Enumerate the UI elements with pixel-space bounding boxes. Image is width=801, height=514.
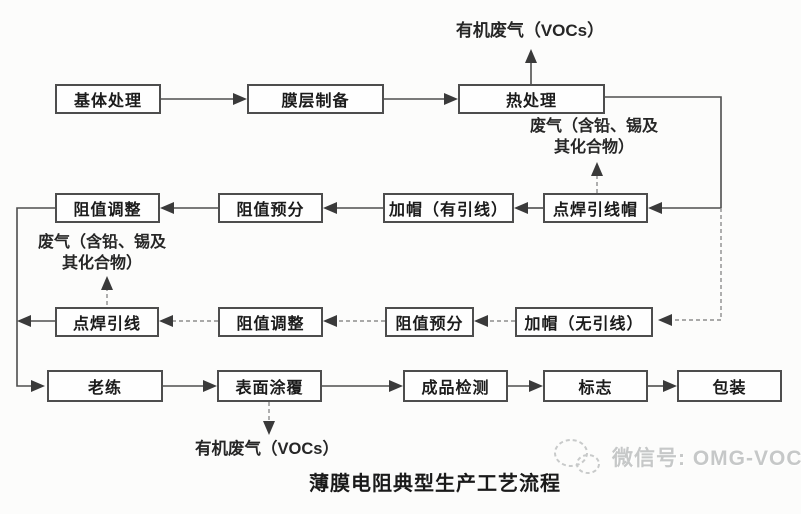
node-packaging: 包装	[677, 370, 782, 402]
watermark-text: 微信号: OMG-VOCs	[612, 447, 801, 470]
label-waste-gas-right: 废气（含铅、锡及 其化合物）	[523, 116, 665, 158]
node-heat-treatment: 热处理	[458, 84, 605, 114]
arrow-to-waste-right	[591, 162, 603, 176]
label-waste-gas-right-line1: 废气（含铅、锡及	[529, 118, 658, 135]
arrow-to-vocs-bottom	[263, 421, 275, 435]
arrow-to-waste-left	[101, 276, 113, 290]
arrow-to-vocs-top	[525, 49, 537, 63]
label-waste-gas-left-line1: 废气（含铅、锡及	[37, 234, 166, 251]
node-resistance-adjust-mid: 阻值调整	[218, 307, 323, 337]
node-surface-coating: 表面涂覆	[217, 370, 322, 402]
node-substrate-treatment: 基体处理	[55, 84, 161, 114]
label-waste-gas-left: 废气（含铅、锡及 其化合物）	[28, 232, 176, 274]
node-final-inspection: 成品检测	[403, 370, 508, 402]
wechat-icon	[554, 439, 600, 474]
node-film-preparation: 膜层制备	[247, 84, 384, 114]
node-resistance-presort-top: 阻值预分	[218, 193, 323, 223]
diagram-title: 薄膜电阻典型生产工艺流程	[309, 473, 561, 495]
node-resistance-presort-mid: 阻值预分	[385, 307, 474, 337]
node-burn-in: 老练	[47, 370, 163, 402]
node-marking: 标志	[543, 370, 648, 402]
label-organic-waste-top: 有机废气（VOCs）	[455, 21, 605, 40]
node-resistance-adjust-top: 阻值调整	[55, 193, 160, 223]
dashed-flow-lines	[106, 176, 722, 421]
node-capping-leadless: 加帽（无引线）	[515, 307, 653, 337]
arrowheads	[17, 49, 677, 435]
label-waste-gas-left-line2: 其化合物）	[61, 255, 142, 272]
node-spot-weld-lead-cap: 点焊引线帽	[543, 193, 648, 223]
node-spot-weld-leads: 点焊引线	[55, 307, 159, 337]
solid-flow-lines	[16, 63, 722, 387]
label-organic-waste-bottom: 有机废气（VOCs）	[195, 440, 339, 458]
watermark: 微信号: OMG-VOCs	[550, 436, 801, 478]
label-waste-gas-right-line2: 其化合物）	[553, 139, 634, 156]
node-capping-with-leads: 加帽（有引线）	[383, 193, 514, 223]
